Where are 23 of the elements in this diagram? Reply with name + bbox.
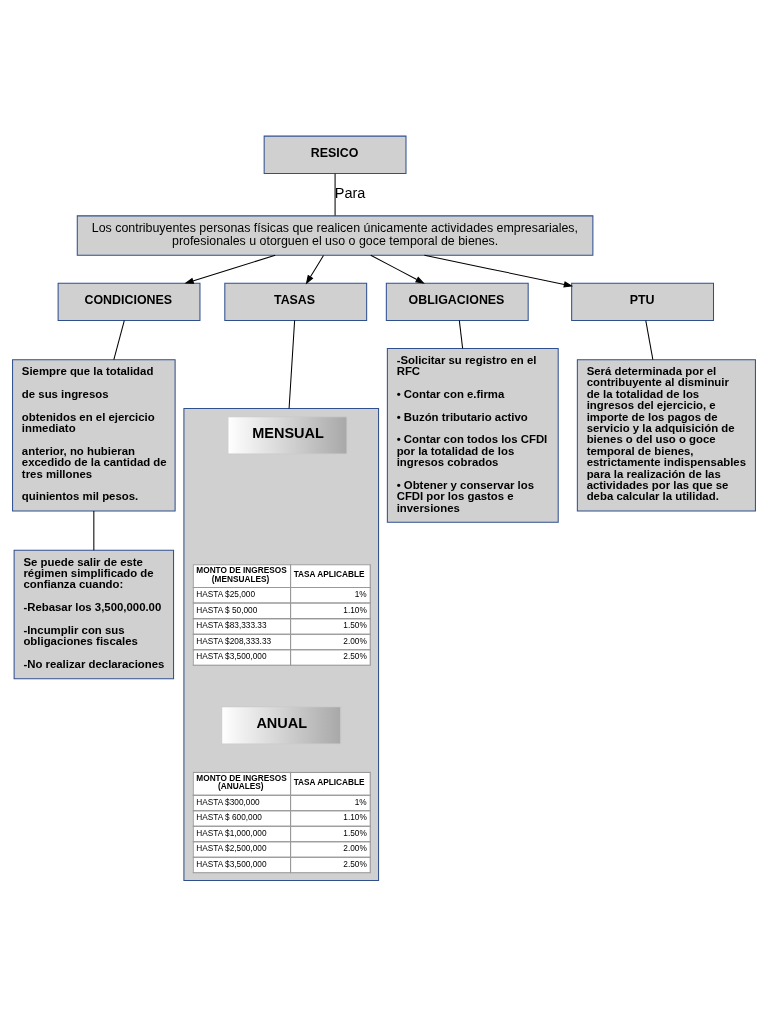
node-box: ANUAL — [221, 705, 342, 744]
arrow — [370, 254, 425, 284]
node-box: RESICO — [263, 135, 407, 174]
connector — [288, 319, 296, 409]
cluster — [183, 407, 380, 881]
connector — [458, 319, 464, 349]
node-box: -Solicitar su registro en el RFC • Contar con e.firma • Buzón tributario activo • Contar con todos los CFDI por la totalidad de los ingresos cobrados • Obtener y conservar los CFDI por los gastos e inversiones — [386, 347, 559, 523]
node-box: OBLIGACIONES — [385, 282, 529, 321]
node-box: Los contribuyentes personas físicas que realicen únicamente actividades empresariales, profesionales u otorguen el uso o goce temporal de bienes. — [76, 214, 594, 256]
arrow — [423, 254, 574, 288]
node-box: MENSUAL — [227, 415, 348, 454]
node-box: Siempre que la totalidad de sus ingresos obtenidos en el ejercicio inmediato anterior, no hubieran excedido de la cantidad de tres millones quinientos mil pesos. — [12, 358, 176, 511]
node-box: Se puede salir de este régimen simplificado de confianza cuando: -Rebasar los 3,500,000.00 -Incumplir con sus obligaciones fiscales -No realizar declaraciones — [13, 549, 175, 679]
edge-label: Para — [334, 184, 366, 201]
arrow — [305, 254, 324, 284]
arrow — [184, 254, 276, 284]
connector — [113, 319, 125, 360]
node-box: Será determinada por el contribuyente al disminuir de la totalidad de los ingresos del ejercicio, e importe de los pagos de servicio y la adquisición de bienes o del uso o goce temporal de bienes, estrictamente indispensables para la realización de las actividades por las que se deba calcular la utilidad. — [576, 358, 756, 511]
node-box: PTU — [571, 282, 715, 321]
connector — [645, 319, 654, 360]
node-box: CONDICIONES — [57, 282, 201, 321]
node-box: TASAS — [224, 282, 368, 321]
connector — [93, 509, 95, 551]
